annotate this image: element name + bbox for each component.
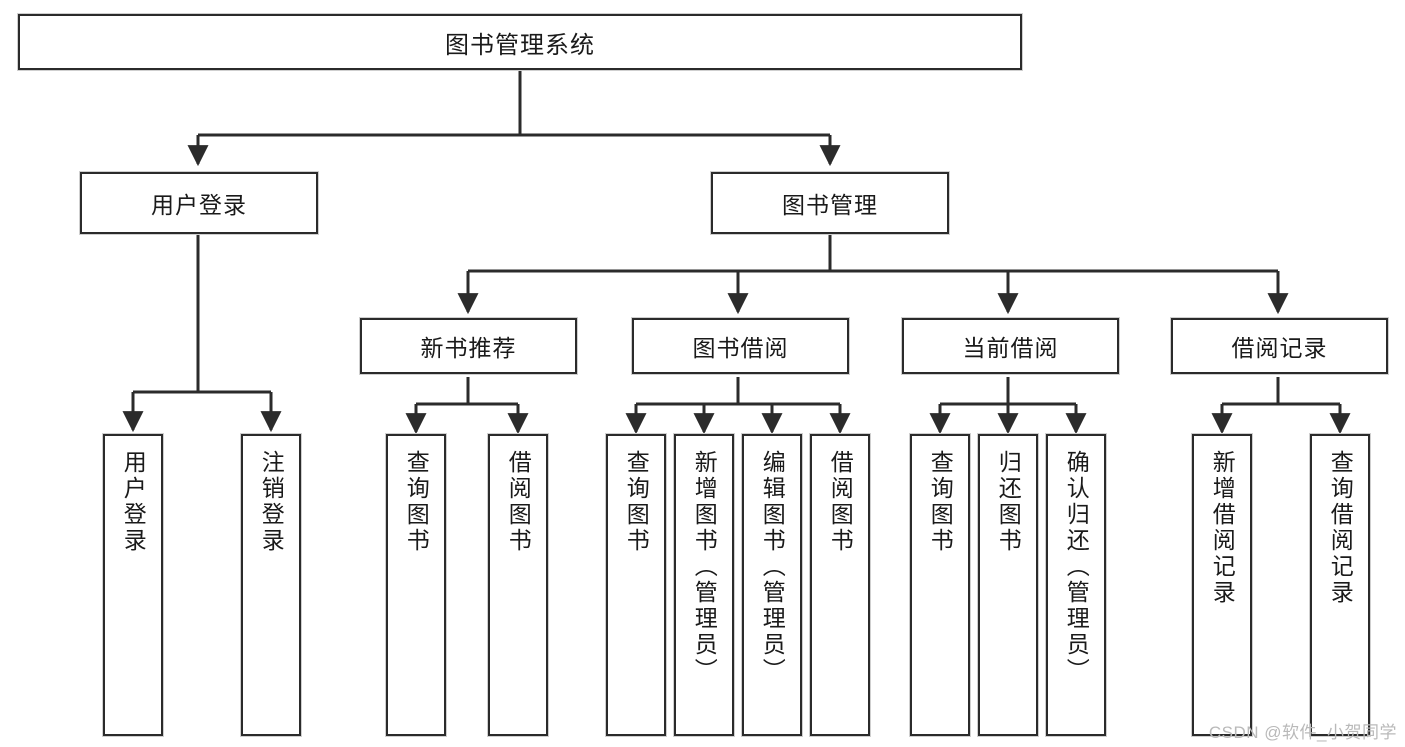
node-leaf-add-book-label: 新增图书（管理员）	[691, 450, 718, 684]
node-book-manage[interactable]: 图书管理	[711, 172, 949, 234]
node-leaf-query-record[interactable]: 查询借阅记录	[1310, 434, 1370, 736]
node-leaf-return-book[interactable]: 归还图书	[978, 434, 1038, 736]
node-leaf-query-book-c-label: 查询图书	[927, 450, 954, 554]
node-leaf-add-record-label: 新增借阅记录	[1209, 450, 1236, 606]
node-leaf-edit-book[interactable]: 编辑图书（管理员）	[742, 434, 802, 736]
node-leaf-logout[interactable]: 注销登录	[241, 434, 301, 736]
node-root-system-label: 图书管理系统	[445, 31, 595, 59]
node-user-login[interactable]: 用户登录	[80, 172, 318, 234]
csdn-watermark: CSDN @软件_小贺同学	[1208, 723, 1397, 742]
node-leaf-query-book-b[interactable]: 查询图书	[606, 434, 666, 736]
node-leaf-user-login-label: 用户登录	[120, 450, 147, 554]
node-leaf-query-book-a[interactable]: 查询图书	[386, 434, 446, 736]
node-leaf-query-book-a-label: 查询图书	[403, 450, 430, 554]
node-leaf-user-login[interactable]: 用户登录	[103, 434, 163, 736]
node-leaf-return-book-label: 归还图书	[995, 450, 1022, 554]
node-leaf-edit-book-label: 编辑图书（管理员）	[759, 450, 786, 684]
node-leaf-query-book-c[interactable]: 查询图书	[910, 434, 970, 736]
node-borrow-record-label: 借阅记录	[1231, 335, 1328, 361]
node-book-borrow-label: 图书借阅	[692, 335, 789, 361]
node-book-borrow[interactable]: 图书借阅	[632, 318, 849, 374]
node-leaf-borrow-book-a[interactable]: 借阅图书	[488, 434, 548, 736]
node-leaf-confirm-return-label: 确认归还（管理员）	[1063, 450, 1090, 684]
node-leaf-borrow-book-a-label: 借阅图书	[505, 450, 532, 554]
node-root-system[interactable]: 图书管理系统	[18, 14, 1022, 70]
node-leaf-query-book-b-label: 查询图书	[623, 450, 650, 554]
node-leaf-confirm-return[interactable]: 确认归还（管理员）	[1046, 434, 1106, 736]
node-leaf-borrow-book-b-label: 借阅图书	[827, 450, 854, 554]
node-new-book-recommend-label: 新书推荐	[420, 335, 517, 361]
node-new-book-recommend[interactable]: 新书推荐	[360, 318, 577, 374]
node-leaf-add-record[interactable]: 新增借阅记录	[1192, 434, 1252, 736]
node-leaf-add-book[interactable]: 新增图书（管理员）	[674, 434, 734, 736]
node-book-manage-label: 图书管理	[782, 192, 878, 218]
node-leaf-logout-label: 注销登录	[258, 450, 285, 554]
node-current-borrow-label: 当前借阅	[962, 335, 1059, 361]
node-current-borrow[interactable]: 当前借阅	[902, 318, 1119, 374]
node-user-login-label: 用户登录	[151, 192, 247, 218]
node-leaf-borrow-book-b[interactable]: 借阅图书	[810, 434, 870, 736]
node-borrow-record[interactable]: 借阅记录	[1171, 318, 1388, 374]
node-leaf-query-record-label: 查询借阅记录	[1327, 450, 1354, 606]
